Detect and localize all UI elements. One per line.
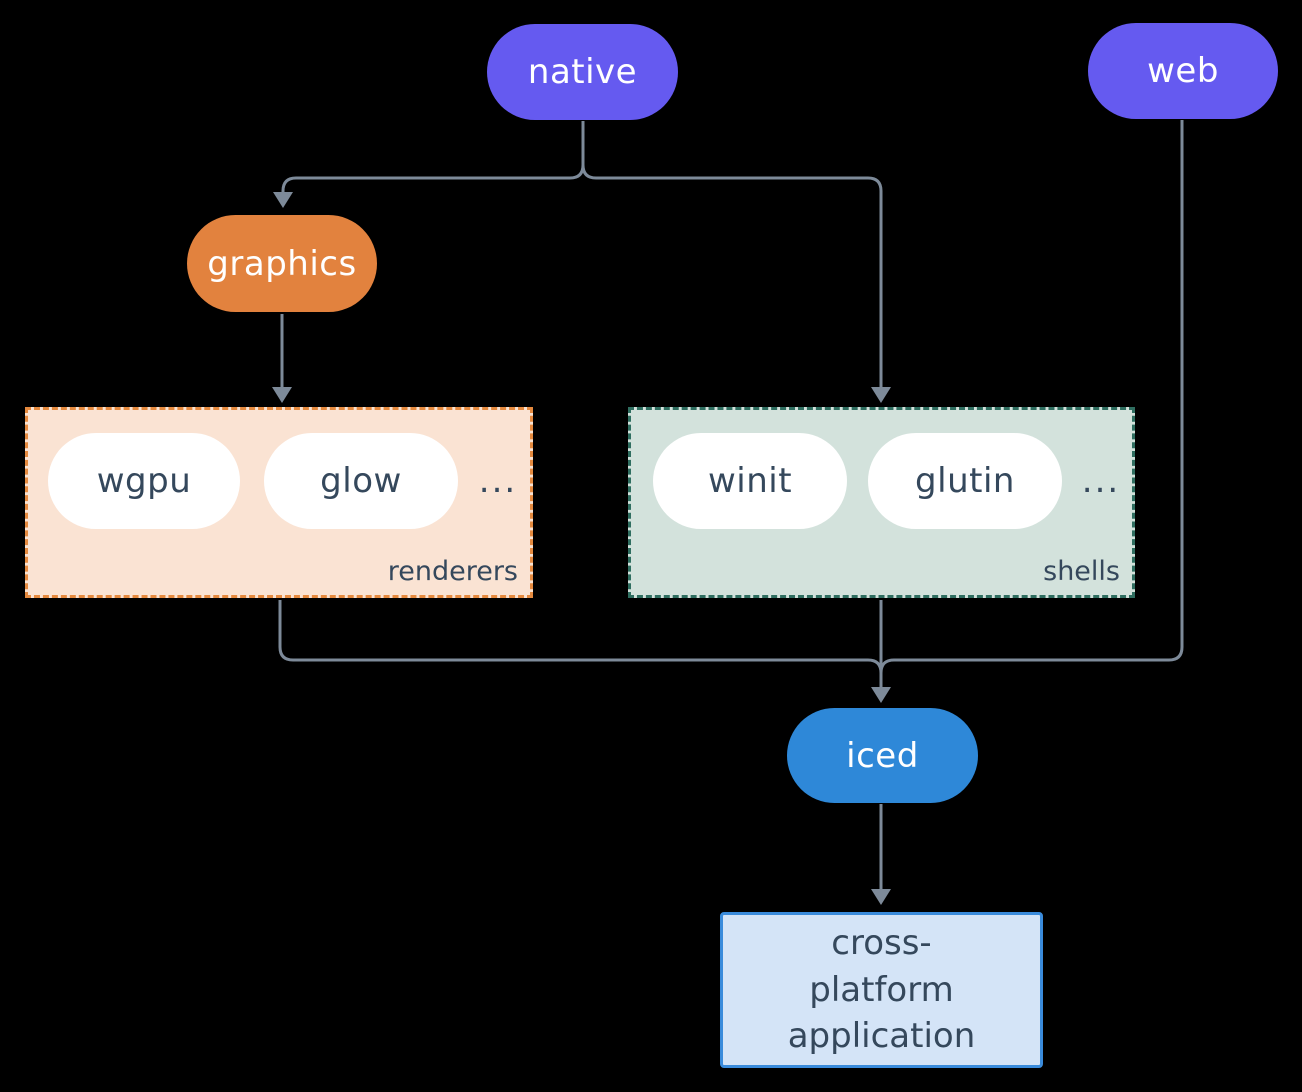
- application-label: cross-platform application: [787, 922, 976, 1057]
- glutin-node: glutin: [868, 433, 1062, 529]
- shells-ellipsis: ...: [1081, 461, 1121, 501]
- iced-node: iced: [787, 708, 978, 803]
- iced-label: iced: [846, 735, 919, 776]
- winit-node: winit: [653, 433, 847, 529]
- arrowhead-shells: [871, 387, 891, 403]
- edge-native-to-graphics: [281, 121, 585, 193]
- renderers-group: wgpu glow ... renderers: [25, 407, 533, 598]
- arrowhead-renderers: [272, 387, 292, 403]
- edge-native-to-shells: [581, 160, 883, 388]
- web-label: web: [1147, 51, 1219, 91]
- arrowhead-application: [871, 889, 891, 905]
- renderers-group-label: renderers: [387, 556, 518, 587]
- arrowhead-iced: [871, 687, 891, 703]
- web-node: web: [1088, 23, 1278, 119]
- arrowhead-graphics: [273, 192, 293, 208]
- glow-label: glow: [320, 461, 402, 501]
- graphics-node: graphics: [187, 215, 377, 312]
- wgpu-node: wgpu: [48, 433, 240, 529]
- graphics-label: graphics: [207, 243, 357, 284]
- native-label: native: [527, 52, 638, 92]
- edge-renderers-to-iced: [278, 600, 883, 674]
- glutin-label: glutin: [915, 461, 1015, 501]
- wgpu-label: wgpu: [96, 461, 192, 501]
- cross-platform-application-node: cross-platform application: [720, 912, 1043, 1068]
- renderers-ellipsis: ...: [478, 461, 518, 501]
- shells-group-label: shells: [1043, 556, 1120, 587]
- native-node: native: [487, 24, 678, 120]
- winit-label: winit: [707, 461, 793, 501]
- glow-node: glow: [264, 433, 458, 529]
- shells-group: winit glutin ... shells: [628, 407, 1135, 598]
